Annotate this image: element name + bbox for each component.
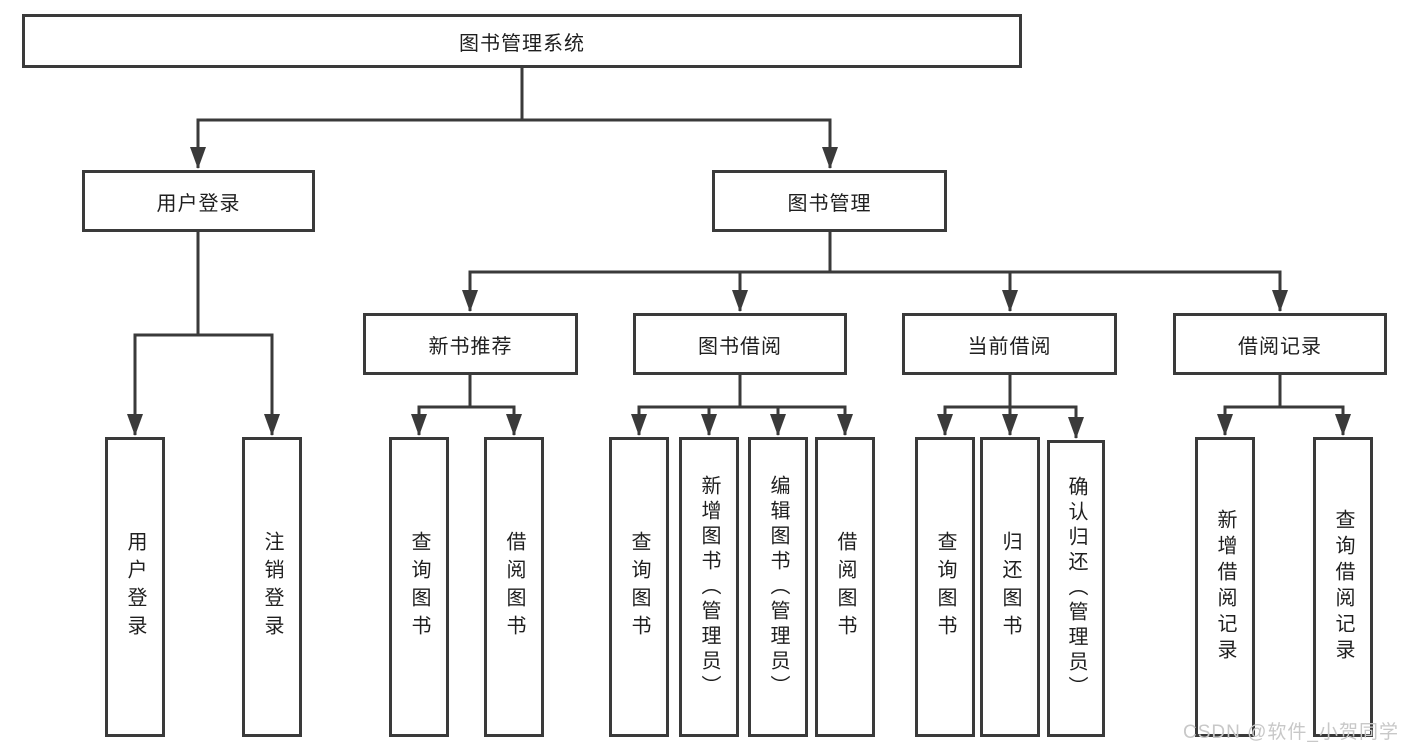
leaf-query-books-recommend: 查询图书 (389, 437, 449, 737)
node-label: 查询图书 (628, 531, 650, 643)
node-label: 借阅图书 (834, 531, 856, 643)
node-label: 图书管理系统 (459, 32, 585, 55)
node-user-login: 用户登录 (82, 170, 315, 232)
node-label: 查询图书 (934, 531, 956, 643)
node-label: 借阅图书 (503, 531, 525, 643)
node-label: 借阅记录 (1238, 335, 1322, 358)
node-new-book-recommendation: 新书推荐 (363, 313, 578, 375)
node-label: 新增借阅记录 (1214, 509, 1236, 665)
node-label: 图书借阅 (698, 335, 782, 358)
leaf-borrow-books-borrow: 借阅图书 (815, 437, 875, 737)
node-label: 用户登录 (156, 192, 241, 215)
leaf-confirm-return-admin: 确认归还（管理员） (1047, 440, 1105, 737)
leaf-query-books-current: 查询图书 (915, 437, 975, 737)
node-label: 归还图书 (999, 531, 1021, 643)
node-label: 编辑图书（管理员） (767, 474, 789, 700)
leaf-user-login: 用户登录 (105, 437, 165, 737)
leaf-edit-book-admin: 编辑图书（管理员） (748, 437, 808, 737)
node-label: 新书推荐 (428, 335, 513, 358)
node-current-borrowing: 当前借阅 (902, 313, 1117, 375)
leaf-add-book-admin: 新增图书（管理员） (679, 437, 739, 737)
csdn-watermark: CSDN @软件_小贺同学 (1183, 722, 1399, 743)
node-label: 用户登录 (124, 531, 146, 643)
leaf-logout: 注销登录 (242, 437, 302, 737)
leaf-query-borrow-record: 查询借阅记录 (1313, 437, 1373, 737)
node-label: 图书管理 (787, 192, 872, 215)
node-book-borrowing: 图书借阅 (633, 313, 847, 375)
node-book-management: 图书管理 (712, 170, 947, 232)
node-label: 新增图书（管理员） (698, 474, 720, 700)
leaf-borrow-books-recommend: 借阅图书 (484, 437, 544, 737)
node-label: 当前借阅 (967, 335, 1052, 358)
node-label: 查询图书 (408, 531, 430, 643)
leaf-add-borrow-record: 新增借阅记录 (1195, 437, 1255, 737)
node-label: 查询借阅记录 (1332, 509, 1354, 665)
leaf-query-books-borrow: 查询图书 (609, 437, 669, 737)
node-borrowing-records: 借阅记录 (1173, 313, 1387, 375)
leaf-return-books: 归还图书 (980, 437, 1040, 737)
node-library-management-system: 图书管理系统 (22, 14, 1022, 68)
node-label: 确认归还（管理员） (1065, 476, 1087, 701)
node-label: 注销登录 (261, 531, 283, 643)
